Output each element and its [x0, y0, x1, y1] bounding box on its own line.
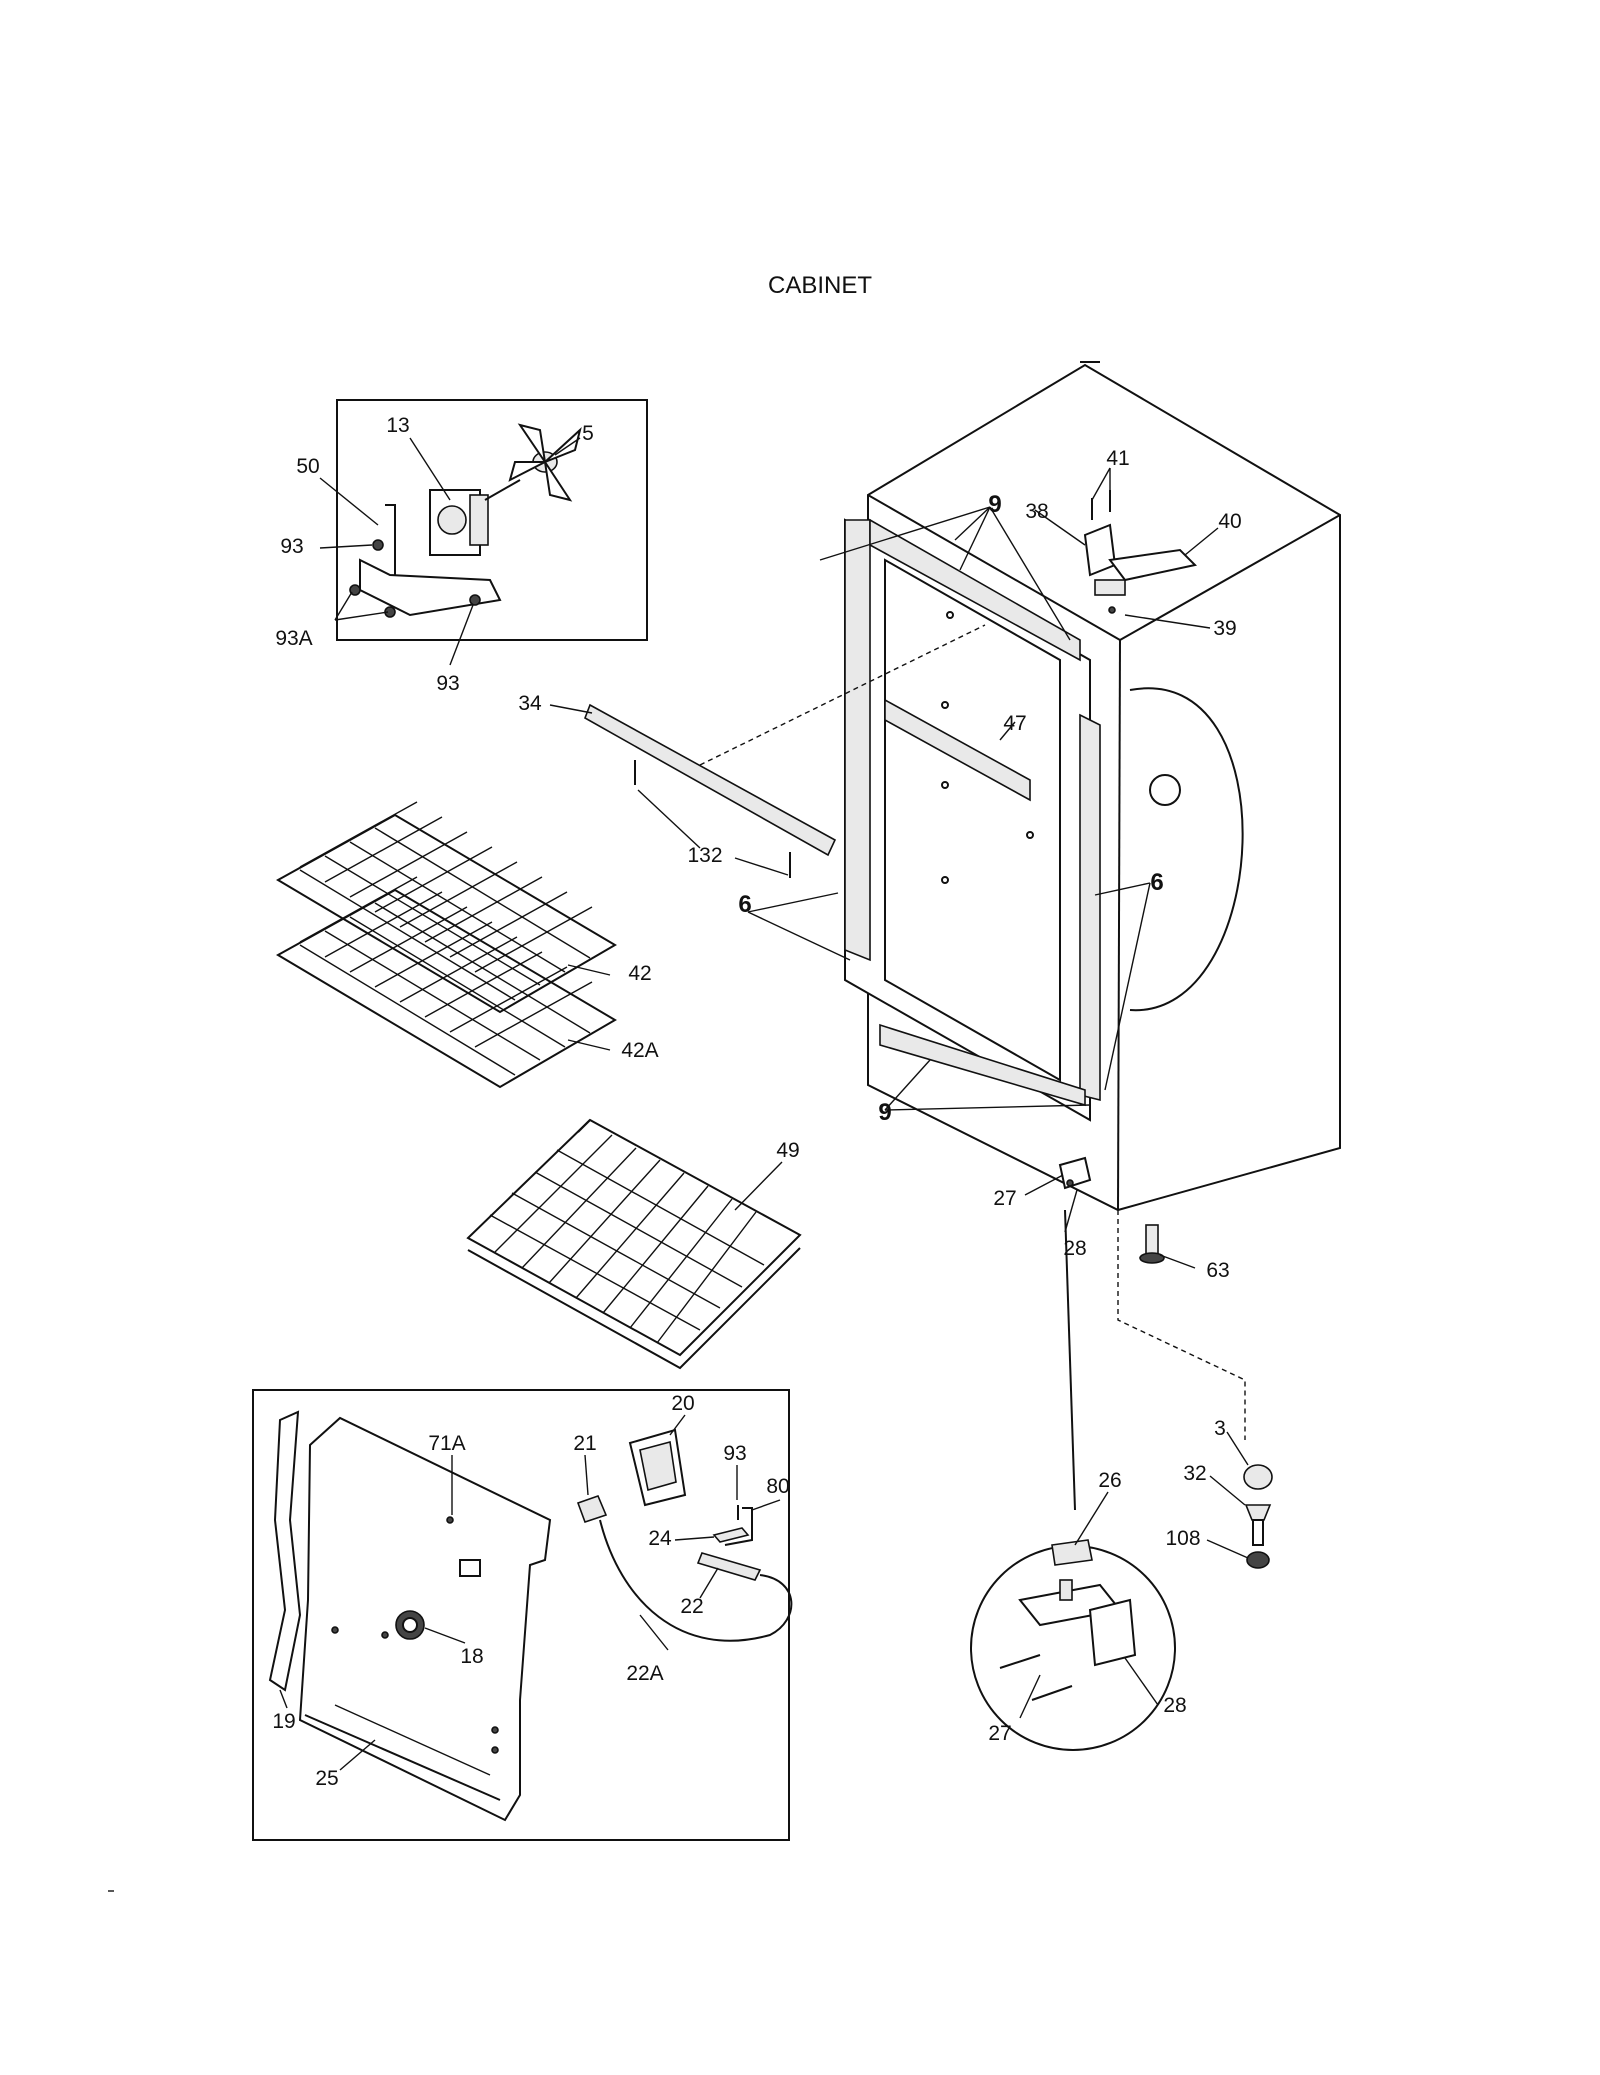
leveler-icon [1139, 1224, 1165, 1264]
fan-motor-icon [429, 479, 521, 556]
callout-detail-hinge: 28 [1163, 1694, 1186, 1717]
callout-trim: 19 [272, 1710, 295, 1733]
callout-top-hinge-shim: 39 [1213, 617, 1236, 640]
fan-inset-frame [336, 399, 648, 641]
wire-harness [599, 1519, 793, 1642]
callout-fan-motor: 13 [386, 414, 409, 437]
callout-foot-screw: 32 [1183, 1462, 1206, 1485]
switch-icon [696, 1552, 762, 1581]
fan-blade-icon [508, 423, 582, 502]
callout-screw-fan-2: 93A [275, 627, 312, 650]
wire-shelf-upper [275, 801, 617, 1014]
switch-bracket-icon [724, 1507, 753, 1546]
breaker-strip-top [869, 518, 1081, 662]
callout-wire-harness: 22A [626, 1662, 663, 1685]
trim-strip [268, 1410, 302, 1692]
foot-screw-icon [1244, 1504, 1272, 1521]
cabinet-body [844, 361, 1341, 1264]
breaker-strip-left [844, 519, 871, 962]
callout-foot-nut: 108 [1165, 1527, 1200, 1550]
callout-light-socket: 21 [573, 1432, 596, 1455]
callout-screw-switch: 93 [723, 1442, 746, 1465]
callout-switch: 22 [680, 1595, 703, 1618]
callout-screw-fan-3: 93 [436, 672, 459, 695]
callout-screws-shelf: 132 [687, 844, 722, 867]
callout-breaker-right: 6 [1150, 869, 1163, 896]
callout-top-hinge-bracket: 38 [1025, 500, 1048, 523]
rear-support [884, 698, 1031, 802]
callout-shelf-support: 34 [518, 692, 542, 715]
callout-rear-support: 47 [1003, 712, 1026, 735]
callout-hinge-pin-cap: 26 [1098, 1469, 1121, 1492]
bottom-hinge-icon [1058, 1156, 1092, 1190]
callout-shelf-upper: 42 [628, 962, 651, 985]
fan-bracket [359, 558, 502, 617]
callout-switch-actuator: 24 [648, 1527, 672, 1550]
callout-fan-blade: 5 [582, 422, 594, 445]
screw-icon [469, 594, 481, 606]
wire-shelf-lower [275, 876, 617, 1089]
screw-icon [372, 539, 384, 551]
callout-switch-bracket: 80 [766, 1475, 789, 1498]
shelf-support [584, 624, 986, 878]
callout-liner-screws: 71A [428, 1432, 465, 1455]
callout-hinge-screws: 27 [993, 1187, 1016, 1210]
callout-light-cover: 20 [671, 1392, 694, 1415]
callout-top-hinge-cover: 40 [1218, 510, 1241, 533]
fan-assembly-inset: 13 5 50 93 93A 93 [275, 399, 648, 695]
liner-panel [298, 1416, 552, 1822]
diagram-title: CABINET [768, 272, 872, 299]
callout-detail-screws: 27 [988, 1722, 1011, 1745]
callout-hinge-bottom: 28 [1063, 1237, 1086, 1260]
hinge-detail [999, 1539, 1137, 1701]
hinge-detail-circle [970, 1545, 1176, 1751]
callout-bulb: 18 [460, 1645, 483, 1668]
callout-leveler: 63 [1206, 1259, 1229, 1282]
breaker-strip-right [1079, 713, 1101, 1102]
basket [466, 1118, 802, 1370]
foot-cap-icon [1243, 1464, 1273, 1490]
top-hinge-icon [1083, 490, 1198, 614]
callout-top-hinge-screws: 41 [1106, 447, 1129, 470]
callout-foot-cap: 3 [1214, 1417, 1226, 1440]
liner-inset [252, 1389, 793, 1841]
callout-breaker-left: 6 [738, 891, 751, 918]
callout-fan-bracket: 50 [296, 455, 319, 478]
light-socket-icon [576, 1494, 608, 1524]
callout-shelf-lower: 42A [621, 1039, 658, 1062]
callout-kick-plate: 25 [315, 1767, 338, 1790]
callout-breaker-bottom: 9 [878, 1099, 891, 1126]
callout-basket: 49 [776, 1139, 799, 1162]
hinge-pin-cap-icon [1051, 1539, 1093, 1566]
foot-assembly [1243, 1464, 1273, 1569]
callout-screw-fan-1: 93 [280, 535, 303, 558]
foot-nut-icon [1246, 1551, 1270, 1569]
callout-breaker-top: 9 [988, 491, 1001, 518]
